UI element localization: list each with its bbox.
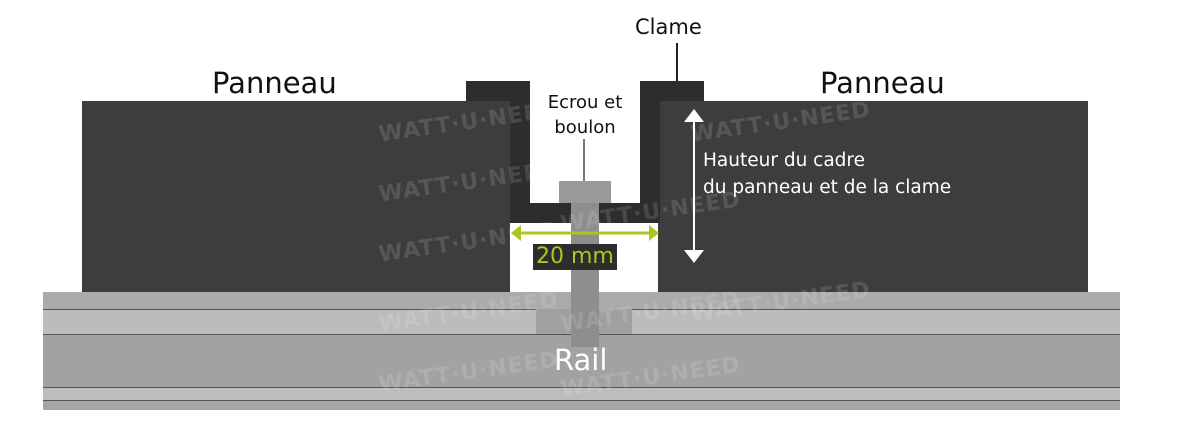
clamp-right-lip xyxy=(640,81,704,101)
clamp-leader-line xyxy=(676,43,678,81)
rail-label: Rail xyxy=(554,343,608,377)
panel-right-label: Panneau xyxy=(820,66,945,100)
height-label-line2: du panneau et de la clame xyxy=(703,177,952,198)
panel-right xyxy=(658,101,1088,292)
clamp-label: Clame xyxy=(635,15,702,39)
bolt-shaft xyxy=(571,203,599,347)
panel-left-label: Panneau xyxy=(212,66,337,100)
nut-bolt-label-line2: boulon xyxy=(554,117,616,138)
nut-bolt-label-line1: Ecrou et xyxy=(547,92,623,113)
nut-leader-line xyxy=(583,139,585,181)
nut xyxy=(559,181,611,203)
panel-left xyxy=(82,101,510,292)
height-label: Hauteur du cadre du panneau et de la cla… xyxy=(703,147,951,201)
clamp-left-lip xyxy=(466,81,530,101)
rail-stripe xyxy=(43,387,1120,401)
width-dimension-label: 20 mm xyxy=(533,244,617,270)
width-dimension-arrow xyxy=(511,225,659,241)
height-dimension-arrow xyxy=(684,109,704,263)
height-label-line1: Hauteur du cadre xyxy=(703,150,866,171)
nut-bolt-label: Ecrou et boulon xyxy=(538,90,632,140)
